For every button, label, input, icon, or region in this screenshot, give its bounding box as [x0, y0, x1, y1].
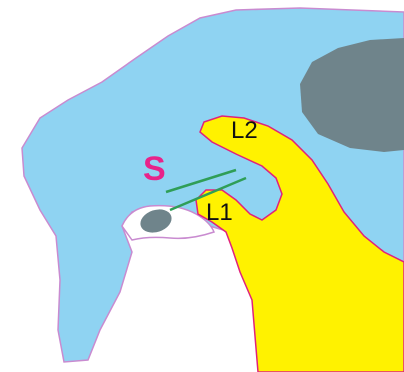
label-s: S: [143, 150, 166, 188]
label-l1: L1: [206, 199, 233, 226]
label-l2: L2: [231, 117, 258, 144]
